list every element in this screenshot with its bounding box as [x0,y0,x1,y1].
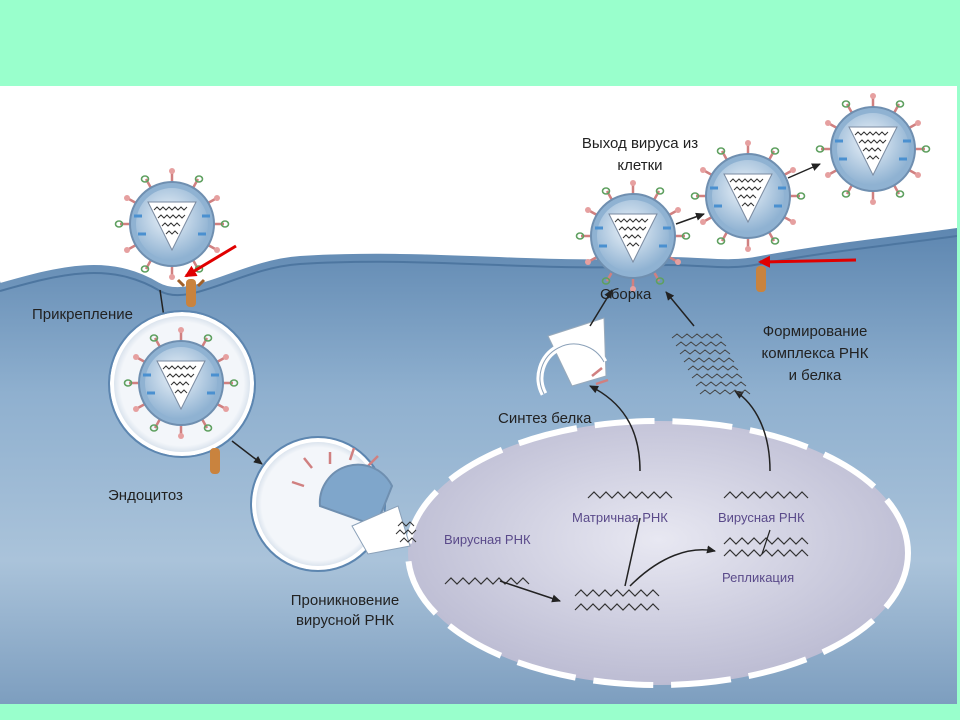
label-complex-2: комплекса РНК [761,345,869,362]
label-endocytosis: Эндоцитоз [108,487,183,504]
label-viral-rna-right: Вирусная РНК [718,510,805,525]
virus-attaching [114,166,230,282]
label-protein-synthesis: Синтез белка [498,410,592,427]
uncoating-virus [291,447,417,555]
label-penetration-1: Проникновение [290,592,400,609]
label-viral-rna-left: Вирусная РНК [444,532,531,547]
ribosome [536,317,609,396]
cell-membrane [0,224,957,288]
label-replication: Репликация [722,570,795,585]
label-penetration-2: вирусной РНК [295,612,395,629]
label-exit-2: клетки [617,157,663,174]
diagram-frame: Прикрепление Эндоцитоз Проникновение вир… [0,86,957,704]
label-messenger-rna: Матричная РНК [572,510,668,525]
viral-replication-diagram [0,91,957,704]
label-assembly: Сборка [600,286,652,303]
red-pointer-arrow-right [758,255,857,268]
receptor [186,279,196,307]
label-exit-1: Выход вируса из [581,135,699,152]
label-complex-3: и белка [788,367,842,384]
label-complex-1: Формирование [762,323,868,340]
label-attachment: Прикрепление [32,306,133,323]
virus-released [815,91,931,207]
red-pointer-arrow-left [184,244,237,278]
nucleus [405,418,911,688]
